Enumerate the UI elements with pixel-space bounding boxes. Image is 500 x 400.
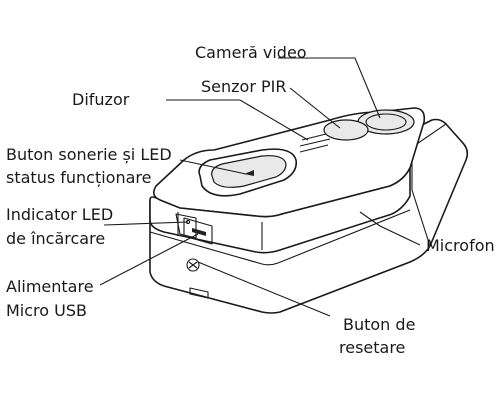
camera-ring <box>365 113 407 131</box>
label-button-line2: status funcționare <box>6 168 151 187</box>
label-pir: Senzor PIR <box>201 77 286 96</box>
housing-front <box>149 167 411 254</box>
leader-power <box>99 233 199 286</box>
leader-pir <box>289 87 341 129</box>
bottom-clip <box>189 287 209 299</box>
leader-button <box>179 159 247 175</box>
reset-screw-slot <box>188 261 198 269</box>
bell-icon <box>244 170 254 176</box>
leader-lines <box>99 57 421 317</box>
leader-camera <box>278 57 381 119</box>
front-groove <box>175 213 197 239</box>
label-button-line1: Buton sonerie și LED <box>6 145 172 164</box>
leader-speaker <box>166 99 309 141</box>
doorbell-device <box>149 107 469 314</box>
label-reset-line1: Buton de <box>343 315 415 334</box>
usb-port <box>192 228 206 236</box>
label-charge-line2: de încărcare <box>6 229 105 248</box>
reset-screw <box>186 258 200 272</box>
button-inner <box>211 155 287 188</box>
leader-reset <box>197 261 331 317</box>
label-power-line1: Alimentare <box>6 277 94 296</box>
label-charge-line1: Indicator LED <box>6 205 113 224</box>
label-microphone: Microfon <box>426 236 495 255</box>
label-speaker: Difuzor <box>72 90 130 109</box>
leader-microphone <box>359 211 421 246</box>
label-camera: Cameră video <box>195 43 307 62</box>
pir-sensor <box>323 119 369 141</box>
mount-inner-edge <box>149 209 411 266</box>
usb-port-frame <box>183 217 213 245</box>
label-power-line2: Micro USB <box>6 301 87 320</box>
leader-charge <box>103 221 189 226</box>
label-reset-line2: resetare <box>339 338 405 357</box>
